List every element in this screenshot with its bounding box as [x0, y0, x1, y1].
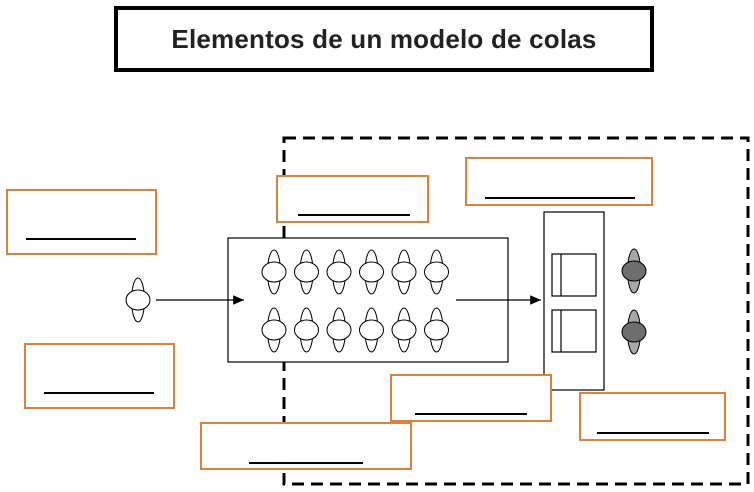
queue-customer — [391, 307, 417, 353]
queue-customer — [261, 307, 287, 353]
blank-line — [485, 197, 635, 199]
arriving-customer — [125, 277, 151, 323]
title-box: Elementos de un modelo de colas — [114, 6, 654, 72]
queue-customer — [424, 249, 449, 295]
blank-label-box — [24, 343, 175, 409]
blank-label-box — [465, 157, 653, 206]
diagram-title: Elementos de un modelo de colas — [171, 23, 597, 54]
blank-line — [298, 214, 410, 216]
blank-line — [44, 392, 154, 394]
blank-line — [415, 413, 527, 415]
blank-line — [597, 432, 709, 434]
blank-label-box — [390, 374, 552, 422]
blank-label-box — [579, 392, 726, 441]
queue-customer — [294, 307, 319, 353]
queue-customer — [359, 249, 384, 295]
server-2 — [551, 309, 597, 353]
customers — [125, 248, 647, 355]
server-1 — [551, 253, 597, 297]
blank-label-box — [276, 175, 429, 223]
queue-customer — [294, 249, 319, 295]
service-facility — [543, 211, 605, 391]
queue-customer — [359, 307, 384, 353]
queue-customer — [391, 249, 417, 295]
blank-line — [26, 238, 136, 240]
served-customer — [621, 309, 647, 355]
queue-customer — [326, 307, 352, 353]
blank-label-box — [6, 189, 157, 255]
queue-customer — [261, 249, 287, 295]
served-customer — [621, 248, 647, 294]
blank-line — [249, 462, 363, 464]
queue-customer — [326, 249, 352, 295]
queue-customer — [424, 307, 449, 353]
blank-label-box — [200, 422, 412, 470]
